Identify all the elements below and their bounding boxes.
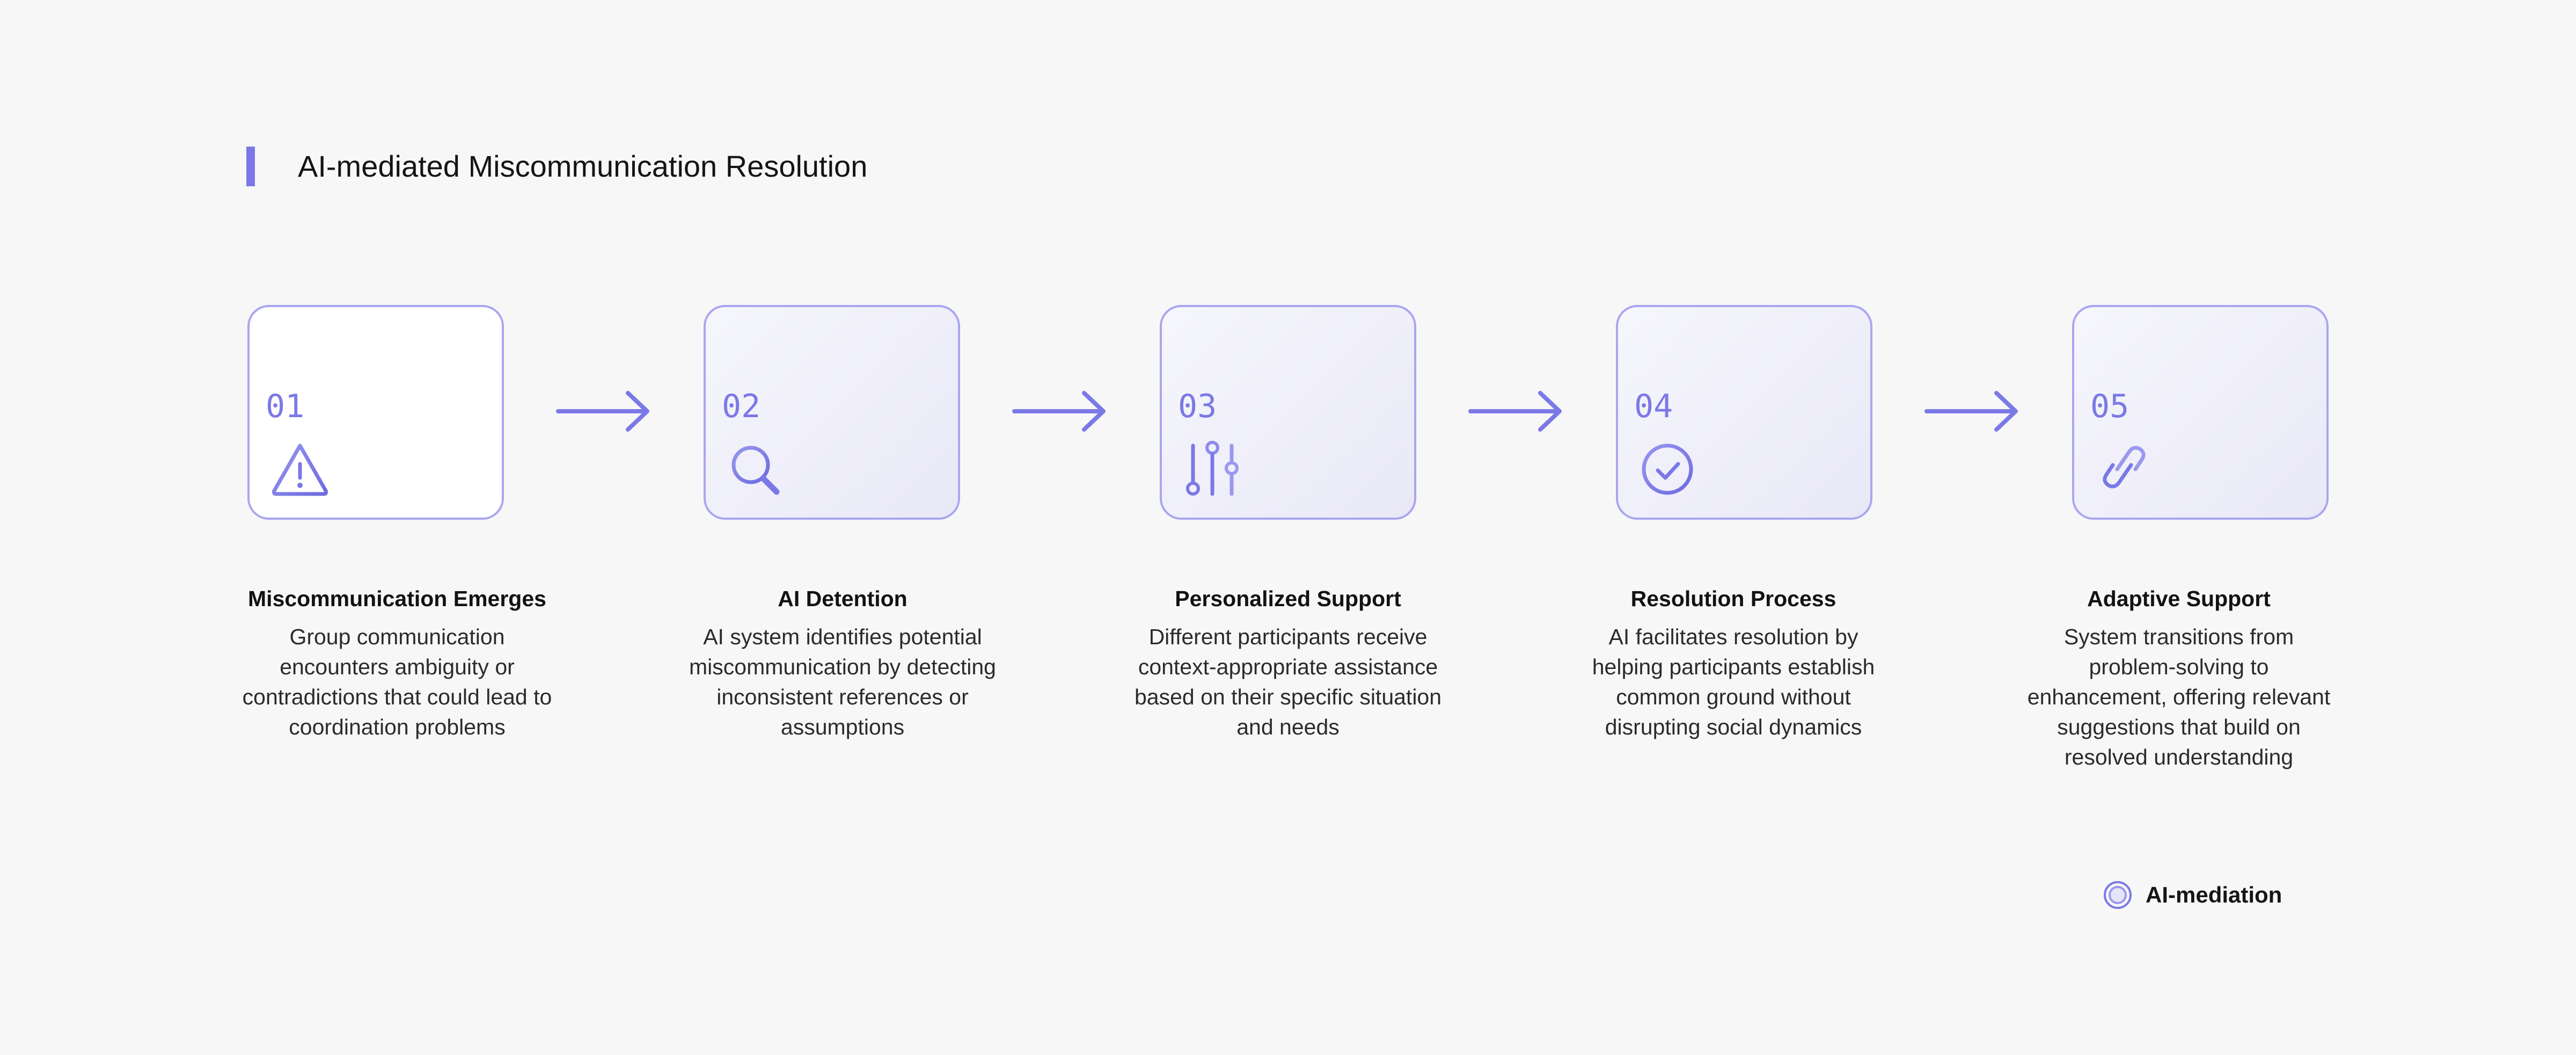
step-number: 05 [2090,388,2129,425]
step-description-1: Group communication encounters ambiguity… [242,624,552,739]
magnifier-icon [731,446,780,495]
step-card-1: 01 [247,305,504,520]
step-title-2: AI Detention [778,586,908,611]
step-number: 01 [266,388,305,425]
step-description-4: AI facilitates resolution by helping par… [1592,624,1875,739]
step-number: 03 [1178,388,1217,425]
step-description-5: System transitions from problem-solving … [2027,624,2331,769]
step-card-5: 05 [2072,305,2329,520]
page-title: AI-mediated Miscommunication Resolution [298,149,868,183]
step-title-5: Adaptive Support [2087,586,2271,611]
arrow-right-icon [1012,391,1106,432]
arrow-right-icon [1468,391,1562,432]
step-title-3: Personalized Support [1175,586,1401,611]
link-icon [2103,446,2146,489]
double-ring-icon [2104,881,2132,909]
step-title-1: Miscommunication Emerges [248,586,546,611]
legend-label: AI-mediation [2146,882,2282,907]
step-card-4: 04 [1616,305,1872,520]
step-number: 04 [1634,388,1673,425]
step-title-4: Resolution Process [1630,586,1836,611]
arrow-right-icon [1924,391,2018,432]
step-card-2: 02 [704,305,960,520]
step-card-3: 03 [1160,305,1416,520]
arrow-right-icon [556,391,649,432]
legend: AI-mediation [2103,879,2282,911]
step-number: 02 [722,388,761,425]
sliders-icon [1186,441,1239,496]
step-description-2: AI system identifies potential miscommun… [689,624,996,739]
step-description-3: Different participants receive context-a… [1134,624,1442,739]
check-circle-icon [1642,443,1693,495]
warning-triangle-icon [272,443,328,496]
title-accent-bar [246,147,255,186]
